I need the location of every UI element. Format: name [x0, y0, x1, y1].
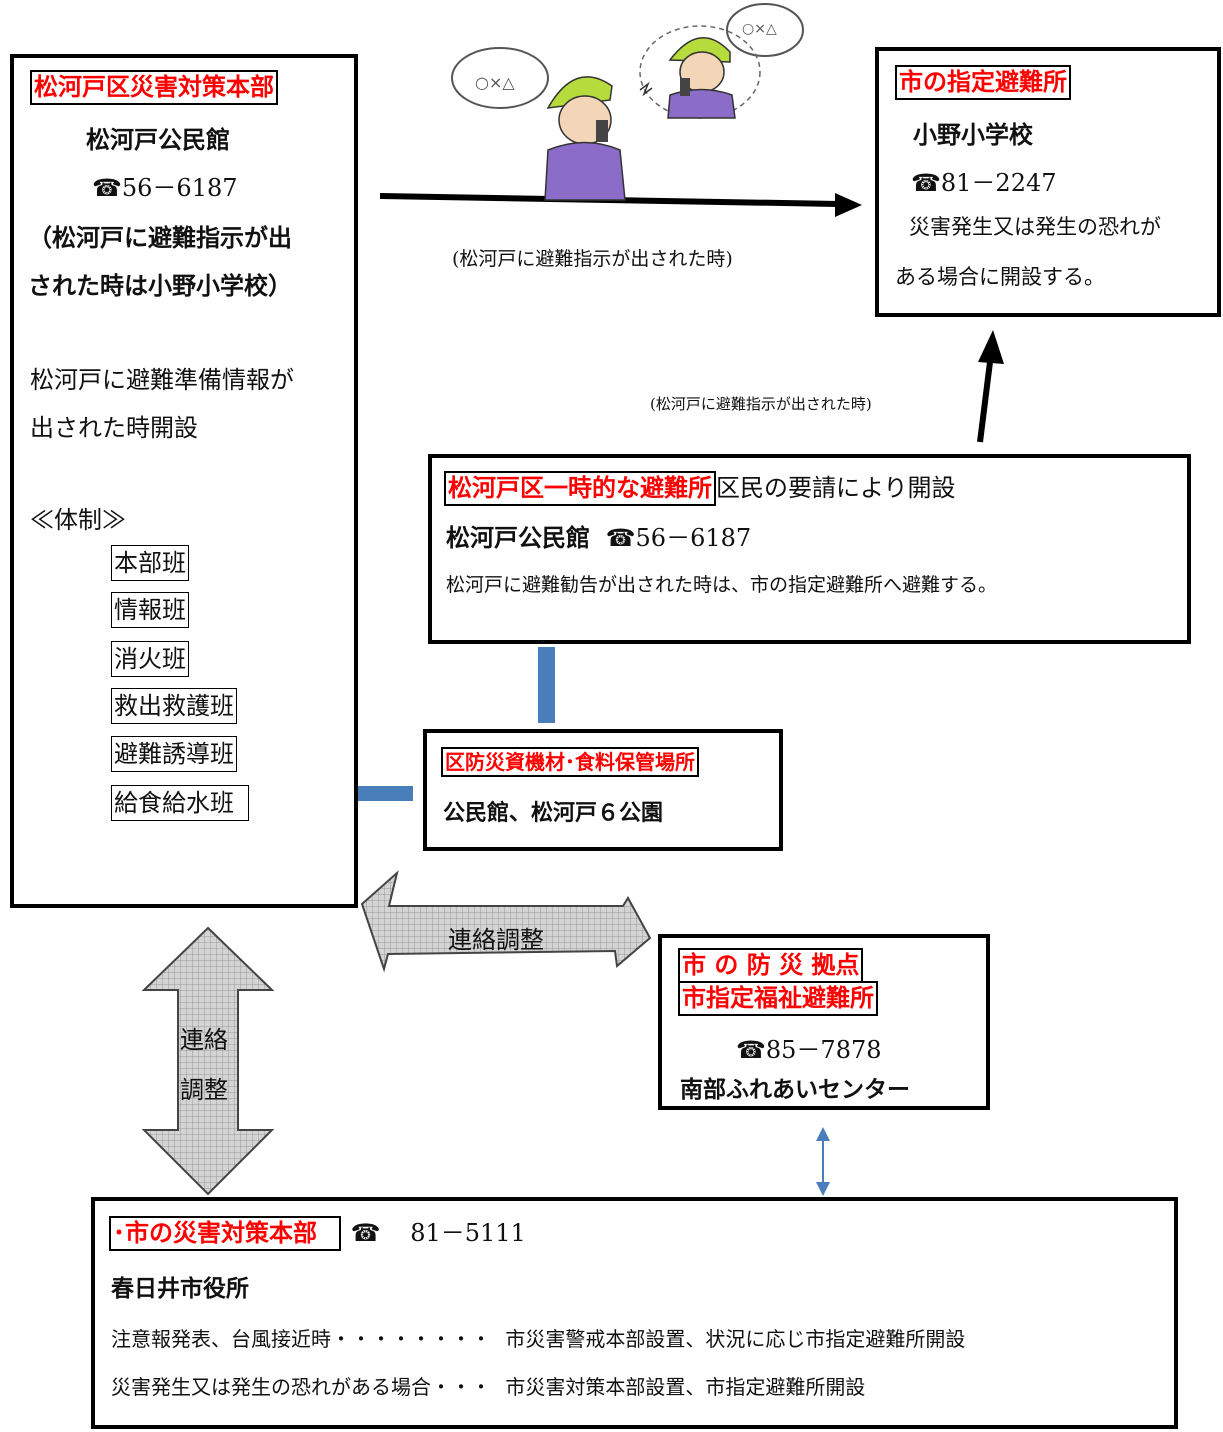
city-base-title-2: 市指定福祉避難所: [678, 981, 878, 1017]
district-hq-prep-1: 松河戸に避難準備情報が: [30, 366, 294, 394]
arrow-label-evac-order-2: (松河戸に避難指示が出された時): [650, 395, 872, 413]
city-hq-row2-action: 市災害対策本部設置、市指定避難所開設: [505, 1375, 866, 1399]
district-hq-title: 松河戸区災害対策本部: [30, 70, 278, 106]
team-item: 避難誘導班: [111, 736, 237, 772]
temp-shelter-title: 松河戸区一時的な避難所: [444, 471, 716, 507]
city-shelter-name: 小野小学校: [913, 121, 1033, 149]
workers-radio-illustration: ○×△ ○×△: [451, 3, 804, 201]
district-hq-box: 松河戸区災害対策本部 松河戸公民館 ☎56－6187 （松河戸に避難指示が出 さ…: [10, 54, 358, 908]
phone-icon: ☎: [350, 1219, 381, 1247]
city-shelter-desc-1: 災害発生又は発生の恐れが: [909, 215, 1161, 239]
coordination-label-horizontal: 連絡調整: [448, 926, 544, 954]
city-shelter-box: 市の指定避難所 小野小学校 ☎81－2247 災害発生又は発生の恐れが ある場合…: [875, 47, 1221, 317]
team-item: 本部班: [111, 545, 189, 581]
temp-shelter-desc: 松河戸に避難勧告が出された時は、市の指定避難所へ避難する。: [446, 574, 998, 596]
team-item: 給食給水班: [111, 785, 249, 821]
storage-title: 区防災資機材･食料保管場所: [441, 747, 699, 777]
city-hq-row2-condition: 災害発生又は発生の恐れがある場合・・・: [111, 1375, 491, 1399]
team-item: 情報班: [111, 592, 189, 628]
city-base-tel: ☎85－7878: [736, 1036, 882, 1064]
city-hq-row1-action: 市災害警戒本部設置、状況に応じ市指定避難所開設: [505, 1327, 966, 1351]
city-shelter-title: 市の指定避難所: [895, 65, 1071, 101]
blue-connector-vertical: [538, 647, 555, 723]
coordination-label-vertical-1: 連絡: [180, 1026, 228, 1054]
city-shelter-tel: ☎81－2247: [911, 169, 1057, 197]
team-item: 救出救護班: [111, 688, 237, 724]
temp-shelter-box: 松河戸区一時的な避難所区民の要請により開設 松河戸公民館 ☎56－6187 松河…: [428, 454, 1191, 644]
temp-shelter-subtitle: 区民の要請により開設: [716, 474, 956, 502]
coordination-label-vertical-2: 調整: [180, 1076, 228, 1104]
blue-connector-horizontal: [357, 786, 413, 801]
city-hq-row1-condition: 注意報発表、台風接近時・・・・・・・・: [111, 1327, 491, 1351]
district-hq-prep-2: 出された時開設: [30, 414, 198, 442]
city-hq-tel: 81－5111: [410, 1219, 526, 1247]
city-hq-box: ･市の災害対策本部 ☎ 81－5111 春日井市役所 注意報発表、台風接近時・・…: [91, 1197, 1178, 1429]
city-base-name: 南部ふれあいセンター: [680, 1077, 910, 1103]
team-item: 消火班: [111, 641, 189, 677]
district-hq-venue: 松河戸公民館: [86, 126, 230, 154]
storage-box: 区防災資機材･食料保管場所 公民館、松河戸６公園: [423, 729, 783, 851]
temp-shelter-tel: ☎56－6187: [605, 524, 752, 552]
city-base-box: 市 の 防 災 拠点 市指定福祉避難所 ☎85－7878 南部ふれあいセンター: [658, 934, 990, 1110]
district-hq-note-2: された時は小野小学校）: [28, 272, 292, 300]
svg-text:○×△: ○×△: [742, 21, 777, 37]
temp-shelter-venue: 松河戸公民館: [446, 524, 590, 552]
svg-text:○×△: ○×△: [475, 73, 515, 92]
city-hq-name: 春日井市役所: [111, 1276, 249, 1302]
system-label: ≪体制≫: [30, 506, 126, 534]
district-hq-note-1: （松河戸に避難指示が出: [28, 224, 292, 252]
district-hq-tel: ☎56－6187: [92, 174, 238, 202]
city-shelter-desc-2: ある場合に開設する。: [895, 265, 1105, 289]
city-hq-title: ･市の災害対策本部: [109, 1216, 341, 1252]
arrow-up-to-city-shelter: [977, 330, 1004, 443]
double-arrow-vertical: [141, 926, 275, 1196]
thin-double-arrow: [816, 1127, 830, 1196]
arrow-label-evac-order: (松河戸に避難指示が出された時): [452, 248, 733, 270]
double-arrow-horizontal: [360, 870, 652, 973]
storage-places: 公民館、松河戸６公園: [443, 801, 664, 826]
city-base-title-1: 市 の 防 災 拠点: [678, 948, 864, 984]
